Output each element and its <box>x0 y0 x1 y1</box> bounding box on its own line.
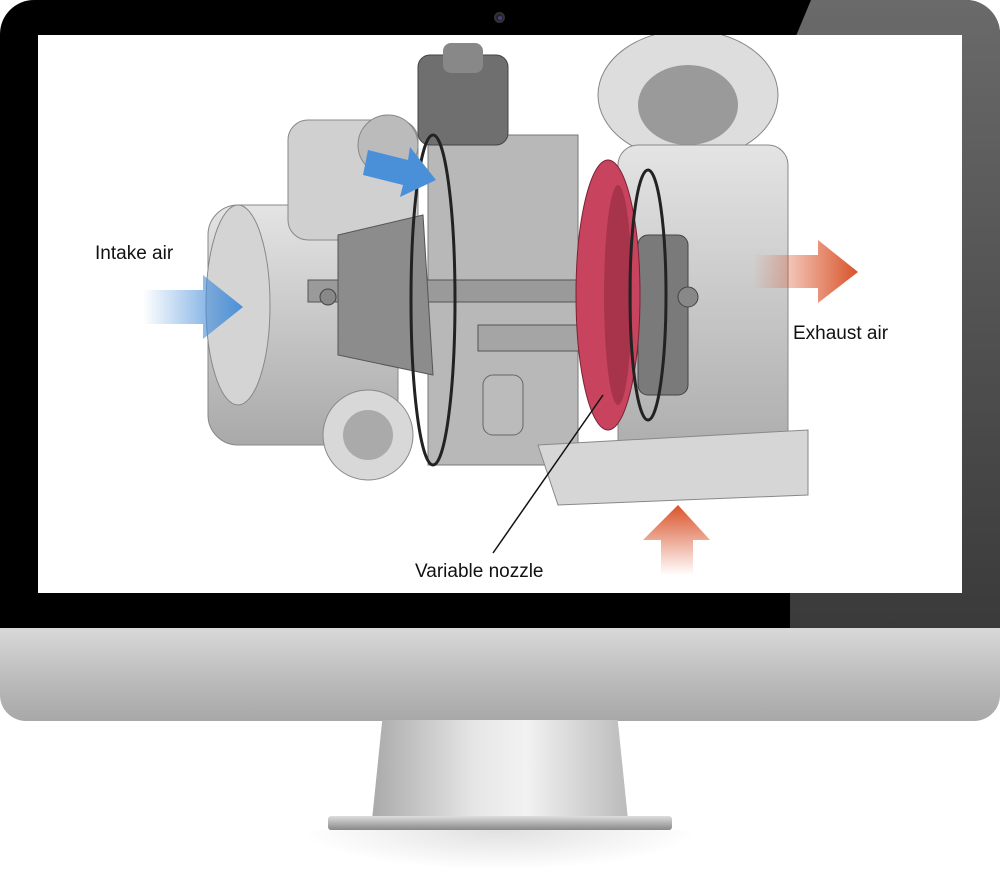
turbocharger-diagram <box>143 35 858 575</box>
nozzle-leader-line <box>492 394 604 554</box>
monitor-chin <box>0 628 1000 721</box>
monitor-stand <box>372 720 628 820</box>
exhaust-arrow-icon <box>753 240 858 303</box>
compressor-inlet-arrow-icon <box>363 147 436 197</box>
stand-shadow <box>300 830 700 870</box>
variable-nozzle-label: Variable nozzle <box>415 561 544 582</box>
bearing-housing <box>307 43 599 466</box>
exhaust-inlet-arrow-icon <box>643 505 710 575</box>
screen: Intake air Exhaust air Variable nozzle <box>38 35 962 593</box>
compressor-housing <box>205 114 419 481</box>
compressor-wheel <box>319 133 457 467</box>
exhaust-air-label: Exhaust air <box>793 323 889 344</box>
stand-foot <box>328 816 672 830</box>
intake-air-label: Intake air <box>95 243 174 264</box>
variable-nozzle-ring <box>575 159 699 431</box>
camera-icon <box>494 12 505 23</box>
intake-arrow-icon <box>143 275 243 339</box>
